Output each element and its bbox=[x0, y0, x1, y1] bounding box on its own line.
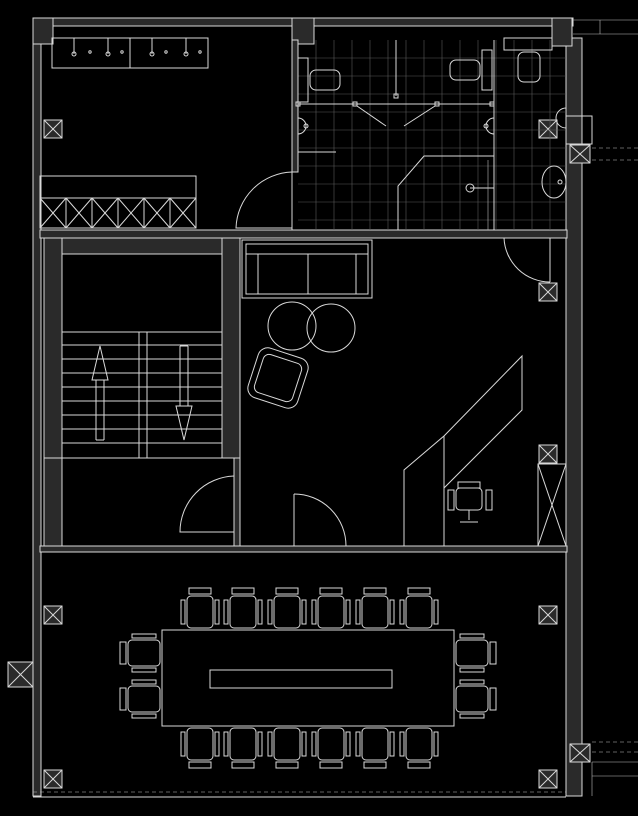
lounge-area bbox=[241, 237, 567, 547]
conference-room bbox=[119, 587, 497, 769]
corner-column-ne bbox=[551, 17, 573, 47]
chair-icon bbox=[180, 727, 220, 769]
stair-wall-left bbox=[43, 237, 63, 547]
counter-cabinets bbox=[39, 197, 197, 229]
chair-icon bbox=[223, 587, 263, 629]
column-icon bbox=[43, 119, 63, 139]
door-swing-icon bbox=[179, 475, 235, 533]
east-wall bbox=[565, 37, 583, 797]
desk-icon bbox=[403, 354, 523, 546]
column-icon bbox=[538, 444, 558, 464]
round-table-icon bbox=[267, 301, 317, 351]
chair-icon bbox=[311, 587, 351, 629]
bathroom-area bbox=[295, 37, 567, 230]
chair-icon bbox=[267, 587, 307, 629]
sink-icon bbox=[555, 107, 567, 129]
west-wall bbox=[32, 17, 42, 797]
cabinet-icon bbox=[537, 463, 567, 547]
toilet-icon bbox=[503, 37, 553, 83]
counter-top bbox=[39, 175, 197, 199]
door-swing-icon bbox=[293, 493, 347, 547]
wall-upper-horizontal bbox=[39, 229, 568, 239]
column-icon bbox=[43, 605, 63, 625]
conference-table bbox=[161, 629, 455, 727]
column-icon bbox=[538, 769, 558, 789]
stair-wall-lower bbox=[233, 457, 241, 547]
column-icon bbox=[569, 144, 591, 164]
chair-icon bbox=[267, 727, 307, 769]
shower-icon bbox=[397, 155, 494, 230]
stair-wall-right bbox=[221, 237, 241, 459]
column-icon bbox=[538, 119, 558, 139]
chair-icon bbox=[399, 727, 439, 769]
column-north-mid bbox=[291, 17, 315, 45]
chair-icon bbox=[119, 633, 161, 673]
staircase bbox=[61, 253, 235, 533]
columns bbox=[7, 119, 591, 789]
column-icon bbox=[7, 661, 34, 688]
stair-arrow-icon bbox=[175, 345, 193, 441]
chair-icon bbox=[455, 633, 497, 673]
toilet-icon bbox=[449, 49, 493, 91]
stair-wall-top bbox=[43, 237, 241, 255]
column-icon bbox=[538, 282, 558, 302]
faucet-icon bbox=[149, 38, 168, 57]
chair-icon bbox=[355, 587, 395, 629]
tile-grid bbox=[298, 40, 566, 230]
chair-icon bbox=[447, 481, 493, 523]
chair-icon bbox=[399, 587, 439, 629]
chair-icon bbox=[119, 679, 161, 719]
column-icon bbox=[569, 743, 591, 763]
sofa-icon bbox=[241, 239, 373, 299]
interior-walls bbox=[39, 39, 568, 553]
wall-lower-horizontal bbox=[39, 545, 568, 553]
sink-icon bbox=[541, 165, 567, 199]
corner-column-nw bbox=[32, 17, 54, 45]
chair-icon bbox=[180, 587, 220, 629]
toilet-icon bbox=[297, 57, 341, 103]
urinal-icon bbox=[297, 117, 309, 135]
door-swing-icon bbox=[503, 237, 551, 283]
outer-walls bbox=[32, 17, 638, 798]
column-icon bbox=[43, 769, 63, 789]
chair-icon bbox=[455, 679, 497, 719]
armchair-icon bbox=[247, 347, 309, 409]
stair-arrow-icon bbox=[91, 345, 109, 441]
faucet-icon bbox=[105, 38, 124, 57]
urinal-icon bbox=[483, 117, 495, 135]
sink-icon bbox=[129, 37, 209, 69]
chair-icon bbox=[223, 727, 263, 769]
door-swing-icon bbox=[235, 171, 293, 230]
chair-icon bbox=[311, 727, 351, 769]
column-icon bbox=[538, 605, 558, 625]
faucet-icon bbox=[71, 38, 92, 57]
chair-icon bbox=[355, 727, 395, 769]
round-table-icon bbox=[306, 303, 356, 353]
kitchen-area bbox=[39, 37, 293, 230]
table-centerpiece bbox=[209, 669, 393, 689]
faucet-icon bbox=[183, 38, 202, 57]
